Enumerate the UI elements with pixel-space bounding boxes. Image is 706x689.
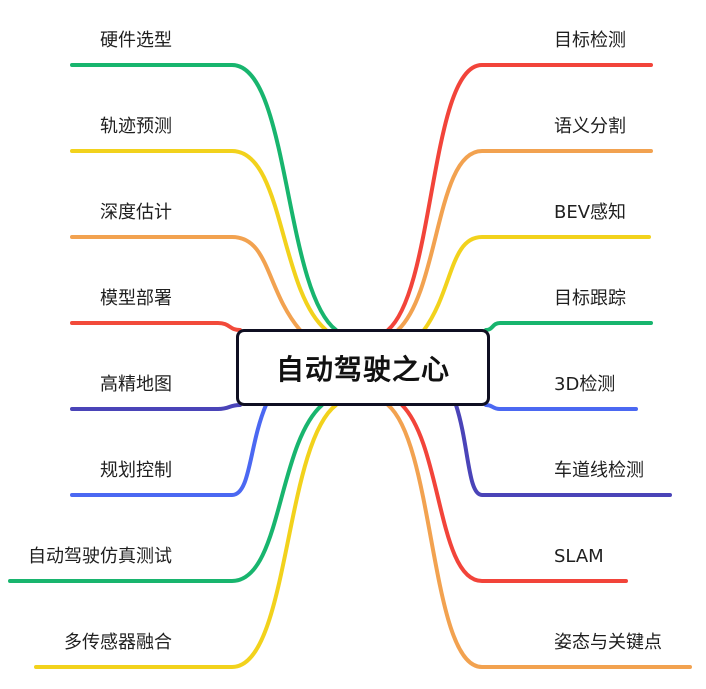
left-branch-connector-1 bbox=[70, 149, 328, 332]
right-branch-label-2: BEV感知 bbox=[554, 202, 627, 223]
left-branch-label-0: 硬件选型 bbox=[100, 30, 172, 51]
right-branch-connector-7 bbox=[386, 403, 692, 669]
left-branch-label-7: 多传感器融合 bbox=[64, 632, 172, 653]
left-branch-label-6: 自动驾驶仿真测试 bbox=[28, 546, 172, 567]
left-branch-connector-7 bbox=[34, 403, 338, 669]
left-branch-connector-3 bbox=[70, 321, 242, 332]
right-branch-connector-4 bbox=[484, 403, 638, 411]
central-topic-title: 自动驾驶之心 bbox=[275, 352, 450, 386]
right-branch-label-7: 姿态与关键点 bbox=[554, 632, 662, 653]
right-branch-label-5: 车道线检测 bbox=[554, 460, 644, 481]
right-branch-label-4: 3D检测 bbox=[554, 374, 616, 395]
right-branch-connector-6 bbox=[400, 403, 628, 583]
right-branch-connector-2 bbox=[422, 235, 651, 332]
right-branch-connector-5 bbox=[454, 403, 672, 497]
left-branch-label-2: 深度估计 bbox=[100, 202, 172, 223]
left-branch-connector-5 bbox=[70, 403, 268, 497]
left-branch-label-5: 规划控制 bbox=[100, 460, 172, 481]
right-branch-label-0: 目标检测 bbox=[554, 30, 626, 51]
left-branch-label-3: 模型部署 bbox=[100, 288, 172, 309]
left-branch-label-1: 轨迹预测 bbox=[100, 116, 172, 137]
right-branch-label-6: SLAM bbox=[554, 546, 604, 567]
central-topic-node[interactable]: 自动驾驶之心 bbox=[236, 329, 490, 406]
right-branch-label-1: 语义分割 bbox=[554, 116, 626, 137]
right-branch-connector-3 bbox=[484, 321, 653, 332]
right-branch-label-3: 目标跟踪 bbox=[554, 288, 626, 309]
right-branch-connector-0 bbox=[386, 63, 653, 332]
left-branch-connector-6 bbox=[8, 403, 324, 583]
left-branch-connector-4 bbox=[70, 403, 242, 411]
left-branch-label-4: 高精地图 bbox=[100, 374, 172, 395]
left-branch-connector-0 bbox=[70, 63, 338, 332]
right-branch-connector-1 bbox=[396, 149, 653, 332]
left-branch-connector-2 bbox=[70, 235, 302, 332]
